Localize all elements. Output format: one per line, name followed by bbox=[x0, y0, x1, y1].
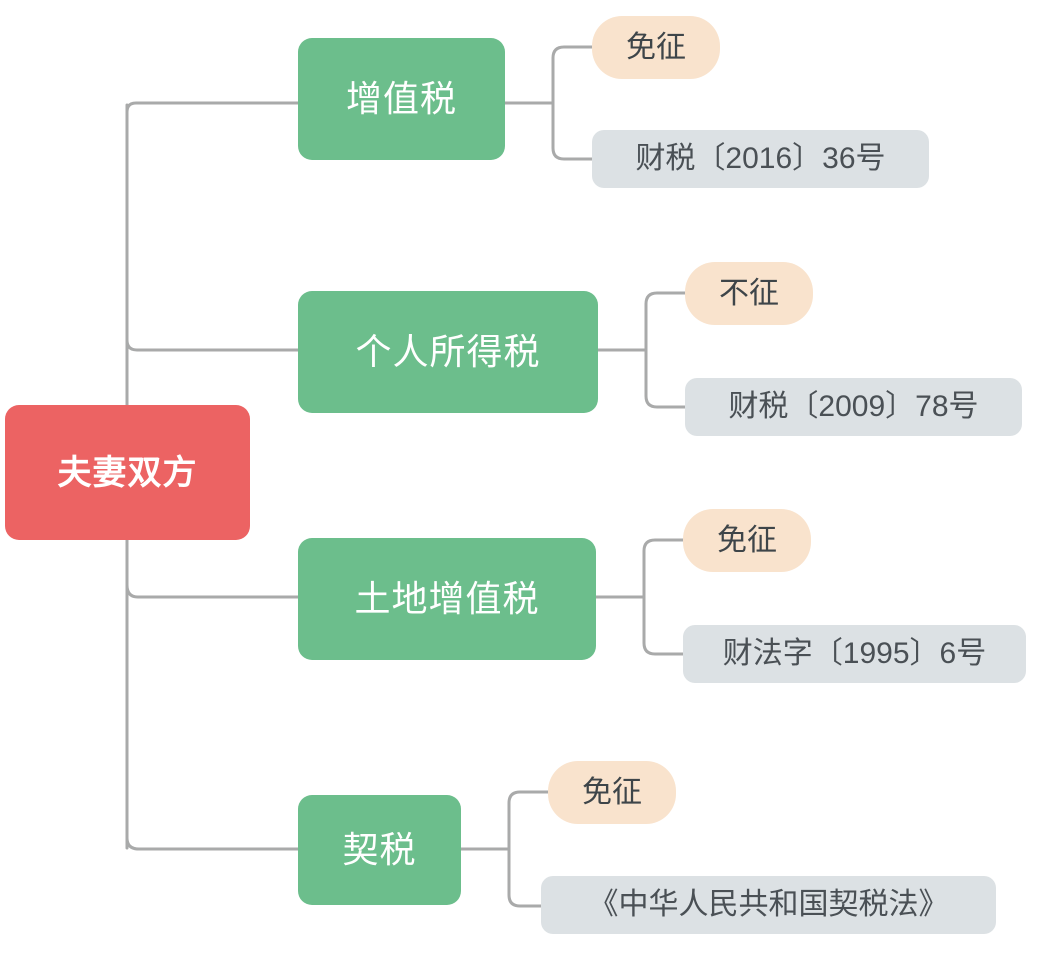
root-node-label: 夫妻双方 bbox=[57, 453, 198, 492]
status-node-1[interactable]: 免征 bbox=[592, 16, 720, 79]
status-node-2[interactable]: 不征 bbox=[685, 262, 813, 325]
topic-node-4[interactable]: 契税 bbox=[298, 795, 461, 905]
trunk-branch-4 bbox=[125, 836, 305, 851]
root-node[interactable]: 夫妻双方 bbox=[5, 405, 250, 540]
status-node-4-label: 免征 bbox=[582, 775, 642, 809]
reference-node-2[interactable]: 财税〔2009〕78号 bbox=[685, 378, 1022, 436]
topic-node-4-label: 契税 bbox=[342, 829, 417, 870]
reference-node-1[interactable]: 财税〔2016〕36号 bbox=[592, 130, 929, 188]
sub-up-3 bbox=[642, 538, 687, 599]
sub-down-2 bbox=[644, 348, 689, 409]
status-node-1-label: 免征 bbox=[626, 30, 686, 64]
status-node-4[interactable]: 免征 bbox=[548, 761, 676, 824]
status-node-2-label: 不征 bbox=[719, 276, 779, 310]
trunk-branch-2 bbox=[125, 338, 305, 352]
trunk-branch-1 bbox=[125, 101, 305, 122]
topic-node-2[interactable]: 个人所得税 bbox=[298, 291, 598, 413]
sub-up-1 bbox=[551, 45, 596, 105]
reference-node-2-label: 财税〔2009〕78号 bbox=[728, 390, 979, 423]
reference-node-4[interactable]: 《中华人民共和国契税法》 bbox=[541, 876, 996, 934]
topic-node-2-label: 个人所得税 bbox=[355, 331, 541, 372]
status-node-3[interactable]: 免征 bbox=[683, 509, 811, 572]
topic-node-3-label: 土地增值税 bbox=[354, 578, 540, 619]
trunk-branch-3 bbox=[125, 583, 305, 599]
reference-node-1-label: 财税〔2016〕36号 bbox=[635, 142, 886, 175]
status-node-3-label: 免征 bbox=[717, 523, 777, 557]
sub-up-4 bbox=[507, 790, 552, 851]
topic-node-3[interactable]: 土地增值税 bbox=[298, 538, 596, 660]
topic-node-1[interactable]: 增值税 bbox=[298, 38, 505, 160]
reference-node-4-label: 《中华人民共和国契税法》 bbox=[588, 888, 949, 921]
reference-node-3[interactable]: 财法字〔1995〕6号 bbox=[683, 625, 1026, 683]
sub-down-1 bbox=[551, 101, 596, 161]
sub-down-3 bbox=[642, 595, 687, 656]
sub-up-2 bbox=[644, 291, 689, 352]
reference-node-3-label: 财法字〔1995〕6号 bbox=[722, 637, 987, 670]
topic-node-1-label: 增值税 bbox=[345, 78, 457, 119]
